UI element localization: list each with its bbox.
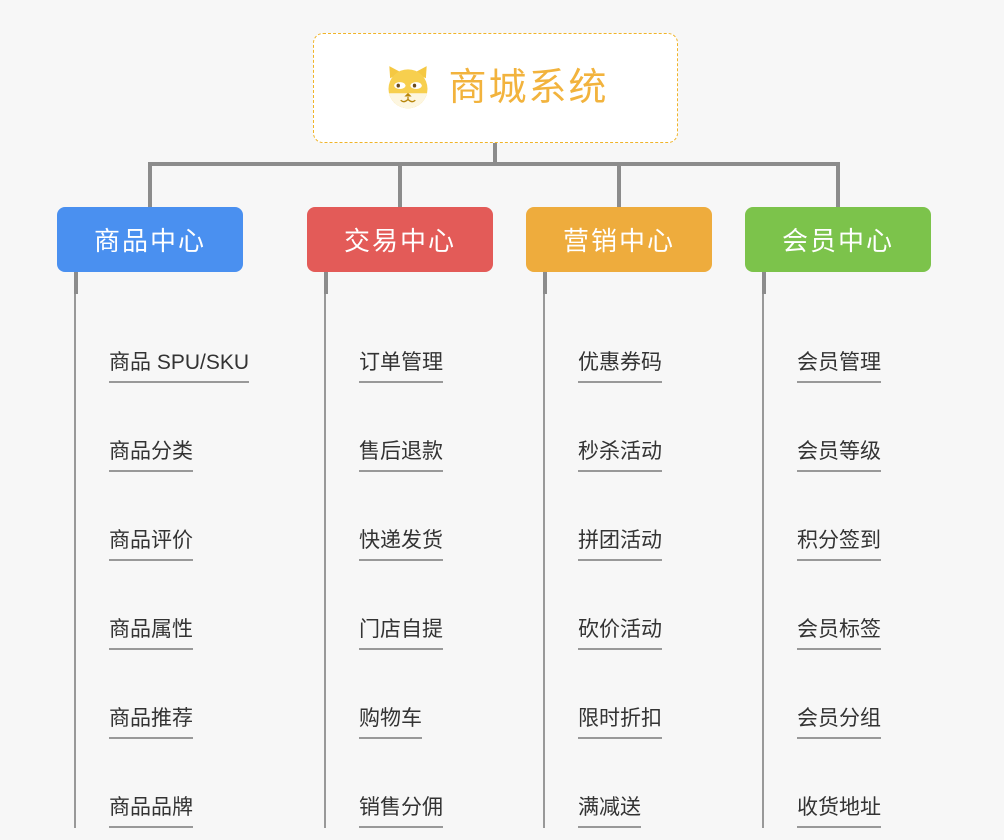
connector-drop-member xyxy=(836,162,840,208)
list-item-label: 商品品牌 xyxy=(109,796,193,828)
list-item[interactable]: 收货地址 xyxy=(764,739,997,828)
list-item[interactable]: 商品品牌 xyxy=(76,739,309,828)
list-item-label: 砍价活动 xyxy=(578,618,662,650)
connector-drop-marketing xyxy=(617,162,621,208)
list-item[interactable]: 商品推荐 xyxy=(76,650,309,739)
connector-category-stem-product xyxy=(74,272,78,294)
category-box-member[interactable]: 会员中心 xyxy=(745,207,931,272)
list-item[interactable]: 积分签到 xyxy=(764,472,997,561)
list-item[interactable]: 商品属性 xyxy=(76,561,309,650)
list-item-label: 订单管理 xyxy=(359,351,443,383)
branch-column-member: 会员中心 会员管理 会员等级 积分签到 会员标签 会员分组 收货地址 xyxy=(745,207,995,828)
list-item-label: 会员分组 xyxy=(797,707,881,739)
connector-drop-product xyxy=(148,162,152,208)
category-label-trade: 交易中心 xyxy=(343,226,456,256)
list-item-label: 收货地址 xyxy=(797,796,881,828)
list-item[interactable]: 限时折扣 xyxy=(545,650,778,739)
list-item-label: 商品分类 xyxy=(109,440,193,472)
list-item-label: 限时折扣 xyxy=(578,707,662,739)
category-box-trade[interactable]: 交易中心 xyxy=(307,207,493,272)
connector-horizontal-bus xyxy=(148,162,840,166)
category-label-product: 商品中心 xyxy=(93,226,206,256)
shiba-dog-icon xyxy=(388,66,428,109)
list-item-label: 商品推荐 xyxy=(109,707,193,739)
item-list-member: 会员管理 会员等级 积分签到 会员标签 会员分组 收货地址 xyxy=(762,294,997,828)
list-item[interactable]: 砍价活动 xyxy=(545,561,778,650)
list-item[interactable]: 订单管理 xyxy=(326,294,559,383)
category-box-marketing[interactable]: 营销中心 xyxy=(526,207,712,272)
list-item[interactable]: 售后退款 xyxy=(326,383,559,472)
list-item-label: 商品评价 xyxy=(109,529,193,561)
list-item-label: 商品 SPU/SKU xyxy=(109,351,250,383)
category-label-member: 会员中心 xyxy=(781,226,894,256)
list-item-label: 会员管理 xyxy=(797,351,881,383)
list-item[interactable]: 购物车 xyxy=(326,650,559,739)
list-item[interactable]: 会员管理 xyxy=(764,294,997,383)
category-box-product[interactable]: 商品中心 xyxy=(57,207,243,272)
list-item-label: 购物车 xyxy=(359,707,422,739)
item-list-trade: 订单管理 售后退款 快递发货 门店自提 购物车 销售分佣 xyxy=(324,294,559,828)
list-item[interactable]: 商品评价 xyxy=(76,472,309,561)
connector-root-stem xyxy=(493,143,497,165)
item-list-marketing: 优惠券码 秒杀活动 拼团活动 砍价活动 限时折扣 满减送 xyxy=(543,294,778,828)
list-item-label: 商品属性 xyxy=(109,618,193,650)
list-item[interactable]: 商品分类 xyxy=(76,383,309,472)
category-label-marketing: 营销中心 xyxy=(562,226,675,256)
connector-category-stem-marketing xyxy=(543,272,547,294)
list-item[interactable]: 门店自提 xyxy=(326,561,559,650)
list-item[interactable]: 快递发货 xyxy=(326,472,559,561)
list-item[interactable]: 商品 SPU/SKU xyxy=(76,294,309,383)
list-item[interactable]: 秒杀活动 xyxy=(545,383,778,472)
connector-drop-trade xyxy=(398,162,402,208)
root-node[interactable]: 商城系统 xyxy=(313,33,678,143)
list-item[interactable]: 会员等级 xyxy=(764,383,997,472)
item-list-product: 商品 SPU/SKU 商品分类 商品评价 商品属性 商品推荐 商品品牌 xyxy=(74,294,309,828)
connector-category-stem-member xyxy=(762,272,766,294)
branch-column-trade: 交易中心 订单管理 售后退款 快递发货 门店自提 购物车 销售分佣 xyxy=(307,207,557,828)
list-item[interactable]: 会员标签 xyxy=(764,561,997,650)
list-item[interactable]: 拼团活动 xyxy=(545,472,778,561)
list-item-label: 售后退款 xyxy=(359,440,443,472)
branch-column-marketing: 营销中心 优惠券码 秒杀活动 拼团活动 砍价活动 限时折扣 满减送 xyxy=(526,207,776,828)
connector-category-stem-trade xyxy=(324,272,328,294)
list-item-label: 会员标签 xyxy=(797,618,881,650)
list-item-label: 优惠券码 xyxy=(578,351,662,383)
list-item-label: 销售分佣 xyxy=(359,796,443,828)
list-item-label: 拼团活动 xyxy=(578,529,662,561)
list-item-label: 秒杀活动 xyxy=(578,440,662,472)
list-item-label: 门店自提 xyxy=(359,618,443,650)
list-item-label: 积分签到 xyxy=(797,529,881,561)
list-item[interactable]: 优惠券码 xyxy=(545,294,778,383)
root-title: 商城系统 xyxy=(448,67,609,109)
list-item-label: 快递发货 xyxy=(359,529,443,561)
list-item-label: 满减送 xyxy=(578,796,641,828)
branch-column-product: 商品中心 商品 SPU/SKU 商品分类 商品评价 商品属性 商品推荐 商品品牌 xyxy=(57,207,307,828)
list-item[interactable]: 销售分佣 xyxy=(326,739,559,828)
list-item[interactable]: 会员分组 xyxy=(764,650,997,739)
list-item-label: 会员等级 xyxy=(797,440,881,472)
list-item[interactable]: 满减送 xyxy=(545,739,778,828)
